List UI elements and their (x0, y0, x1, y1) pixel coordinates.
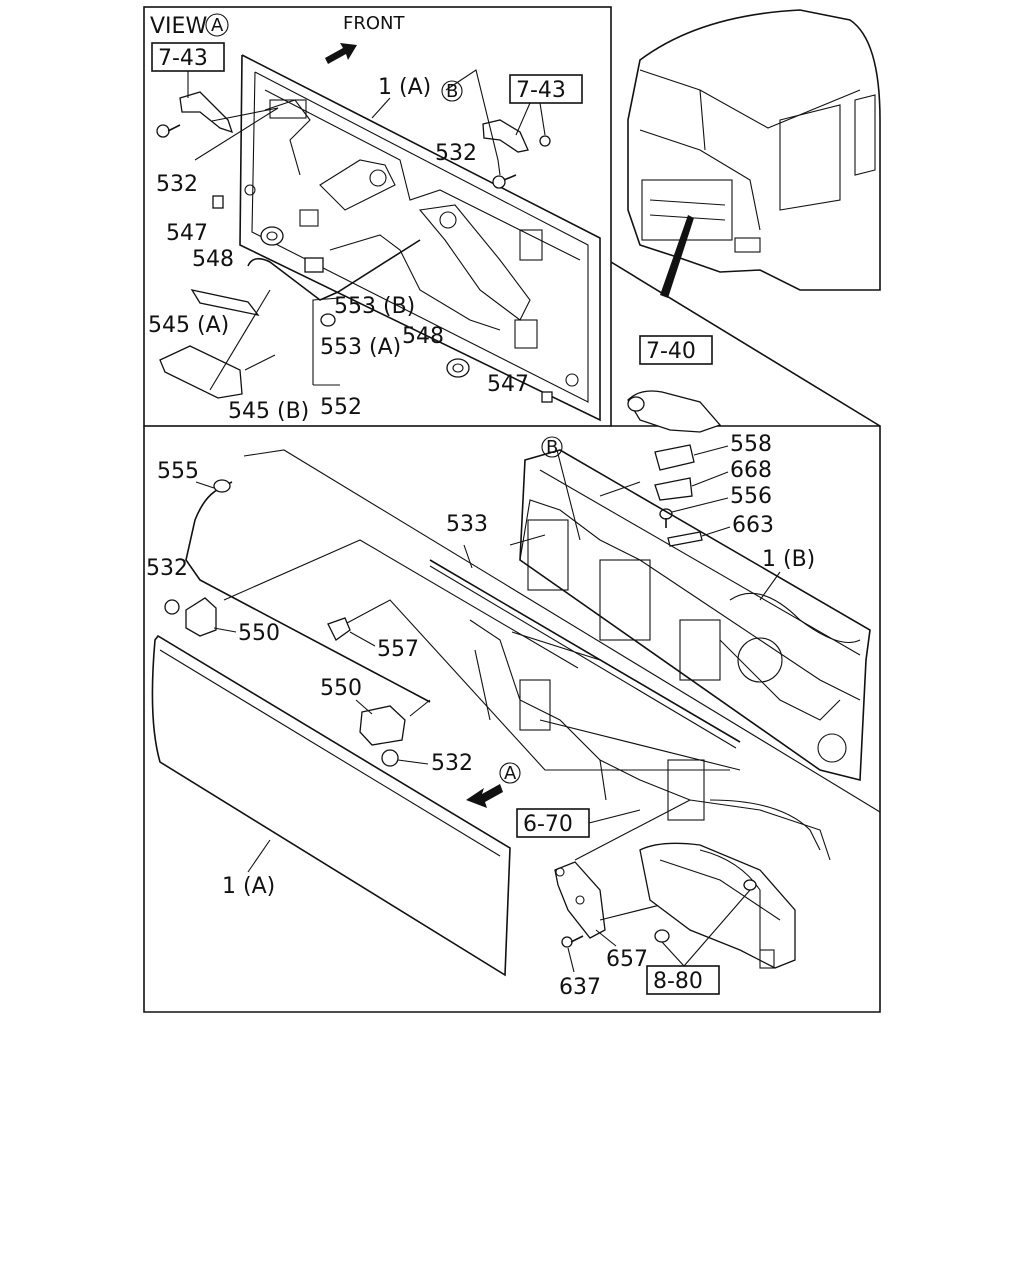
ref-b-circle-main (541, 436, 563, 458)
bracket-550-left (164, 597, 217, 637)
label-548-right: 548 (402, 324, 444, 349)
label-547-right: 547 (487, 372, 529, 397)
ref-a-circle (499, 762, 521, 784)
view-a-frame (143, 6, 612, 427)
clamp-668 (654, 477, 693, 501)
label-556: 556 (730, 484, 772, 509)
label-532-low: 532 (431, 751, 473, 776)
view-label: VIEW (150, 14, 207, 39)
label-553b: 553 (B) (334, 294, 415, 319)
label-1b: 1 (B) (762, 547, 815, 572)
label-555: 555 (157, 459, 199, 484)
ref-670-text: 6-70 (523, 812, 573, 837)
bracket-550-mid (359, 699, 431, 767)
label-557: 557 (377, 637, 419, 662)
grommet-548-left (260, 226, 284, 246)
bracket-657 (554, 861, 606, 939)
label-550-left: 550 (238, 621, 280, 646)
stay-558 (654, 444, 695, 471)
step-assembly-8-80 (639, 842, 796, 969)
ref-b-letter-main: B (546, 437, 558, 458)
label-552: 552 (320, 395, 362, 420)
front-label: FRONT (343, 13, 405, 34)
ref-a-letter: A (504, 763, 517, 784)
front-panel-1a (151, 634, 511, 977)
ref-box-7-40 (639, 335, 713, 365)
ref-880-text: 8-80 (653, 969, 703, 994)
clip-547-left (212, 195, 224, 209)
guide-line-1 (243, 449, 881, 813)
guide-line-2 (223, 539, 579, 669)
bracket-7-43-left (179, 71, 279, 161)
bracket-7-43-right (482, 102, 551, 153)
nut-553a (320, 313, 336, 327)
label-558: 558 (730, 432, 772, 457)
label-532-mid: 532 (146, 556, 188, 581)
label-533: 533 (446, 512, 488, 537)
bracket-552-leader (312, 297, 341, 385)
label-550-mid: 550 (320, 676, 362, 701)
bolt-shaft-558 (599, 481, 641, 497)
label-1a-top: 1 (A) (378, 75, 431, 100)
ref-box-7-43-right (509, 74, 583, 104)
ref-740-text: 7-40 (646, 339, 696, 364)
label-668: 668 (730, 458, 772, 483)
label-637: 637 (559, 975, 601, 1000)
ref-743-left-text: 7-43 (158, 46, 208, 71)
label-547-left: 547 (166, 221, 208, 246)
view-ref-circle (205, 13, 229, 37)
main-frame (143, 425, 881, 1013)
bolt-556 (659, 508, 673, 528)
label-545a: 545 (A) (148, 313, 229, 338)
ref-b-leader-main (556, 449, 581, 541)
handle-545b (159, 289, 276, 399)
label-657: 657 (606, 947, 648, 972)
label-553a: 553 (A) (320, 335, 401, 360)
clip-547-right (541, 391, 553, 403)
ref-b-circle-top (441, 80, 463, 102)
ref-743-right-text: 7-43 (516, 78, 566, 103)
label-545b: 545 (B) (228, 399, 309, 424)
front-panel-1b (519, 449, 871, 782)
grommet-548-right (446, 358, 470, 378)
view-a-arrow-icon (466, 784, 503, 808)
tape-663 (667, 531, 703, 547)
cable-555 (185, 479, 431, 703)
front-arrow-icon (325, 43, 357, 64)
label-663: 663 (732, 513, 774, 538)
rod-end-533 (509, 534, 546, 546)
bolt-532-top-left (156, 124, 181, 138)
bolt-532-top-right (492, 174, 517, 189)
ref-b-leader-top (445, 69, 501, 176)
weatherstrip-533 (429, 544, 741, 749)
label-532-top-right: 532 (435, 141, 477, 166)
label-1a-bottom: 1 (A) (222, 874, 275, 899)
bolt-637 (561, 935, 584, 948)
ref-b-letter-top: B (446, 81, 458, 102)
ref-box-8-80 (646, 965, 720, 995)
truck-cab-illustration (627, 9, 881, 298)
view-ref-letter: A (211, 15, 224, 36)
guide-line-3 (333, 599, 730, 771)
label-548-left: 548 (192, 247, 234, 272)
inner-panel-view-a (239, 54, 601, 422)
frame-diagonal (610, 261, 881, 427)
mirror-bracket-7-40 (627, 390, 722, 433)
rod-553 (247, 239, 421, 301)
pad-545a (190, 289, 260, 316)
clip-557 (327, 617, 351, 641)
label-532-top-left: 532 (156, 172, 198, 197)
